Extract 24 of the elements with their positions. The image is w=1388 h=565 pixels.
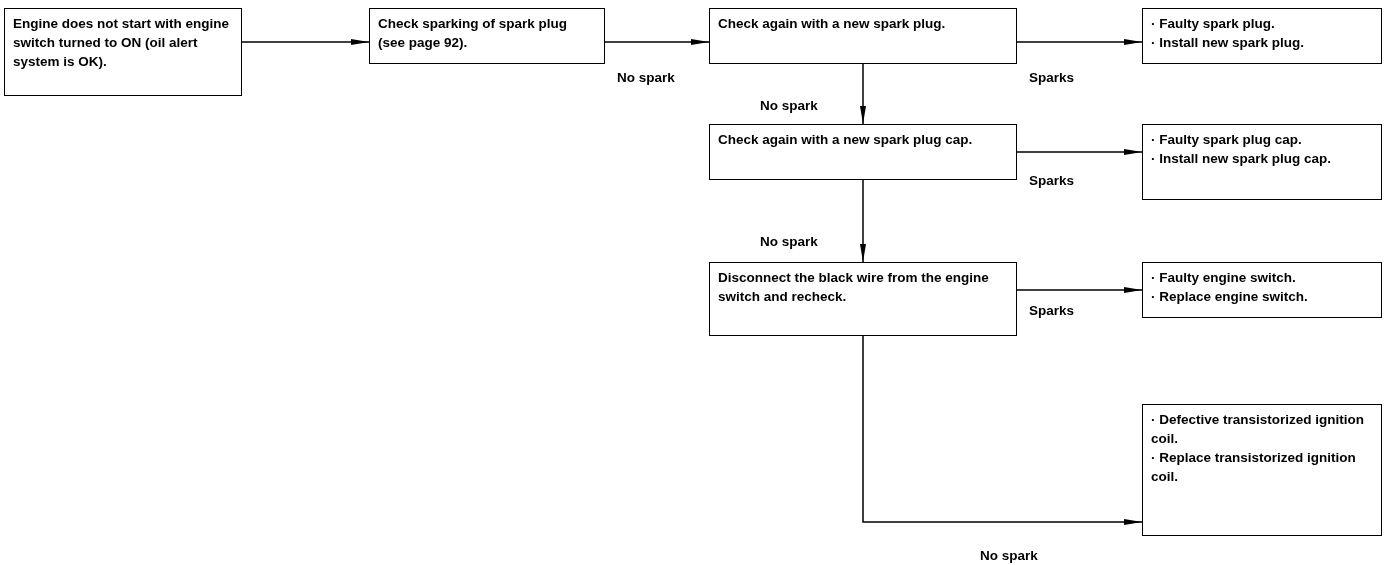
arrow: [1016, 39, 1143, 45]
edge-label: No spark: [978, 548, 1040, 564]
process-box: · Faulty spark plug cap. · Install new spark plug cap.: [1142, 124, 1382, 200]
arrow: [1016, 287, 1143, 293]
process-box: Disconnect the black wire from the engine switch and recheck.: [709, 262, 1017, 336]
arrow: [604, 39, 710, 45]
process-box: · Faulty spark plug. · Install new spark plug.: [1142, 8, 1382, 64]
edge-label: No spark: [615, 70, 677, 86]
process-box: Engine does not start with engine switch turned to ON (oil alert system is OK).: [4, 8, 242, 96]
edge-label: No spark: [758, 234, 820, 250]
edge-label: Sparks: [1027, 303, 1077, 319]
arrow: [1016, 149, 1143, 155]
process-box: Check again with a new spark plug.: [709, 8, 1017, 64]
edge-label: No spark: [758, 98, 820, 114]
edge-label: Sparks: [1027, 70, 1077, 86]
arrow: [241, 39, 370, 45]
process-box: · Faulty engine switch. · Replace engine switch.: [1142, 262, 1382, 318]
edge-label: Sparks: [1027, 173, 1077, 189]
process-box: Check sparking of spark plug (see page 92).: [369, 8, 605, 64]
arrow: [860, 179, 866, 263]
arrow: [860, 63, 866, 125]
arrow: [862, 335, 1143, 525]
process-box: · Defective transistorized ignition coil. · Replace transistorized ignition coil.: [1142, 404, 1382, 536]
process-box: Check again with a new spark plug cap.: [709, 124, 1017, 180]
